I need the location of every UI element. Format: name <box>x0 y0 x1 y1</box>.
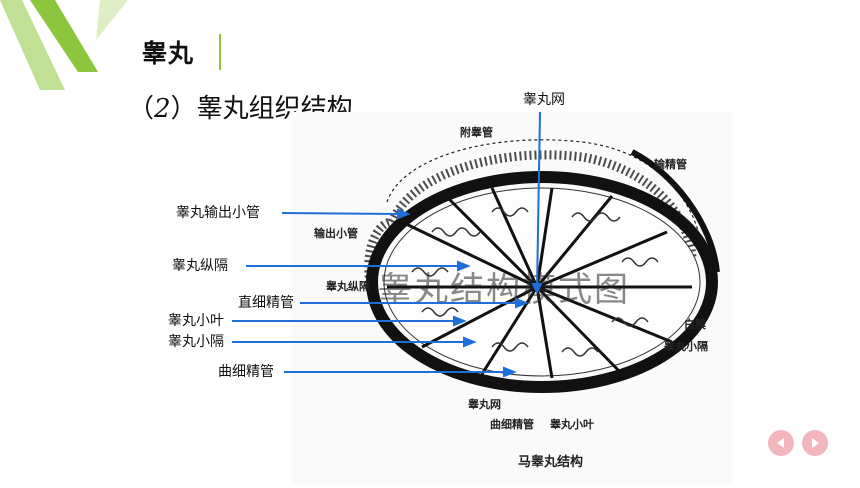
section-subtitle: （2）睾丸组织结构 <box>128 88 353 125</box>
page-title: 睾丸 <box>142 39 195 68</box>
corner-decoration <box>0 0 128 90</box>
subtitle-prefix: （ <box>128 94 155 124</box>
figure-label-septa: 睾丸小隔 <box>664 339 708 353</box>
callout-efferent-ductules: 睾丸输出小管 <box>176 205 260 221</box>
testis-diagram: 附睾管 输精管 输出小管 睾丸纵隔 白膜 睾丸小隔 睾丸网 曲细精管 睾丸小叶 … <box>292 112 732 484</box>
figure-label-vas-deferens: 输精管 <box>654 157 687 171</box>
chevron-left-icon <box>777 438 784 448</box>
figure-label-mediastinum: 睾丸纵隔 <box>326 279 370 293</box>
figure-caption: 马睾丸结构 <box>518 454 583 470</box>
callout-lobule: 睾丸小叶 <box>168 313 224 329</box>
subtitle-number: 2 <box>154 94 171 124</box>
title-divider <box>219 34 221 70</box>
callout-convoluted-tubule: 曲细精管 <box>218 364 274 380</box>
callout-straight-tubule: 直细精管 <box>238 295 294 311</box>
figure-label-albuginea: 白膜 <box>684 317 706 331</box>
callout-rete-testis: 睾丸网 <box>523 92 565 108</box>
figure-label-rete: 睾丸网 <box>468 397 501 411</box>
callout-mediastinum: 睾丸纵隔 <box>172 258 228 274</box>
figure-label-efferent: 输出小管 <box>314 226 358 240</box>
next-slide-button[interactable] <box>802 430 828 456</box>
watermark-title: 睾丸结构模式图 <box>378 270 630 310</box>
prev-slide-button[interactable] <box>768 430 794 456</box>
callout-septa: 睾丸小隔 <box>168 334 224 350</box>
figure-label-convoluted: 曲细精管 <box>490 417 534 431</box>
figure-label-lobule: 睾丸小叶 <box>550 417 594 431</box>
testis-diagram-svg: 附睾管 输精管 输出小管 睾丸纵隔 白膜 睾丸小隔 睾丸网 曲细精管 睾丸小叶 … <box>314 125 720 470</box>
figure-label-epididymis: 附睾管 <box>460 125 493 139</box>
chevron-right-icon <box>812 438 819 448</box>
